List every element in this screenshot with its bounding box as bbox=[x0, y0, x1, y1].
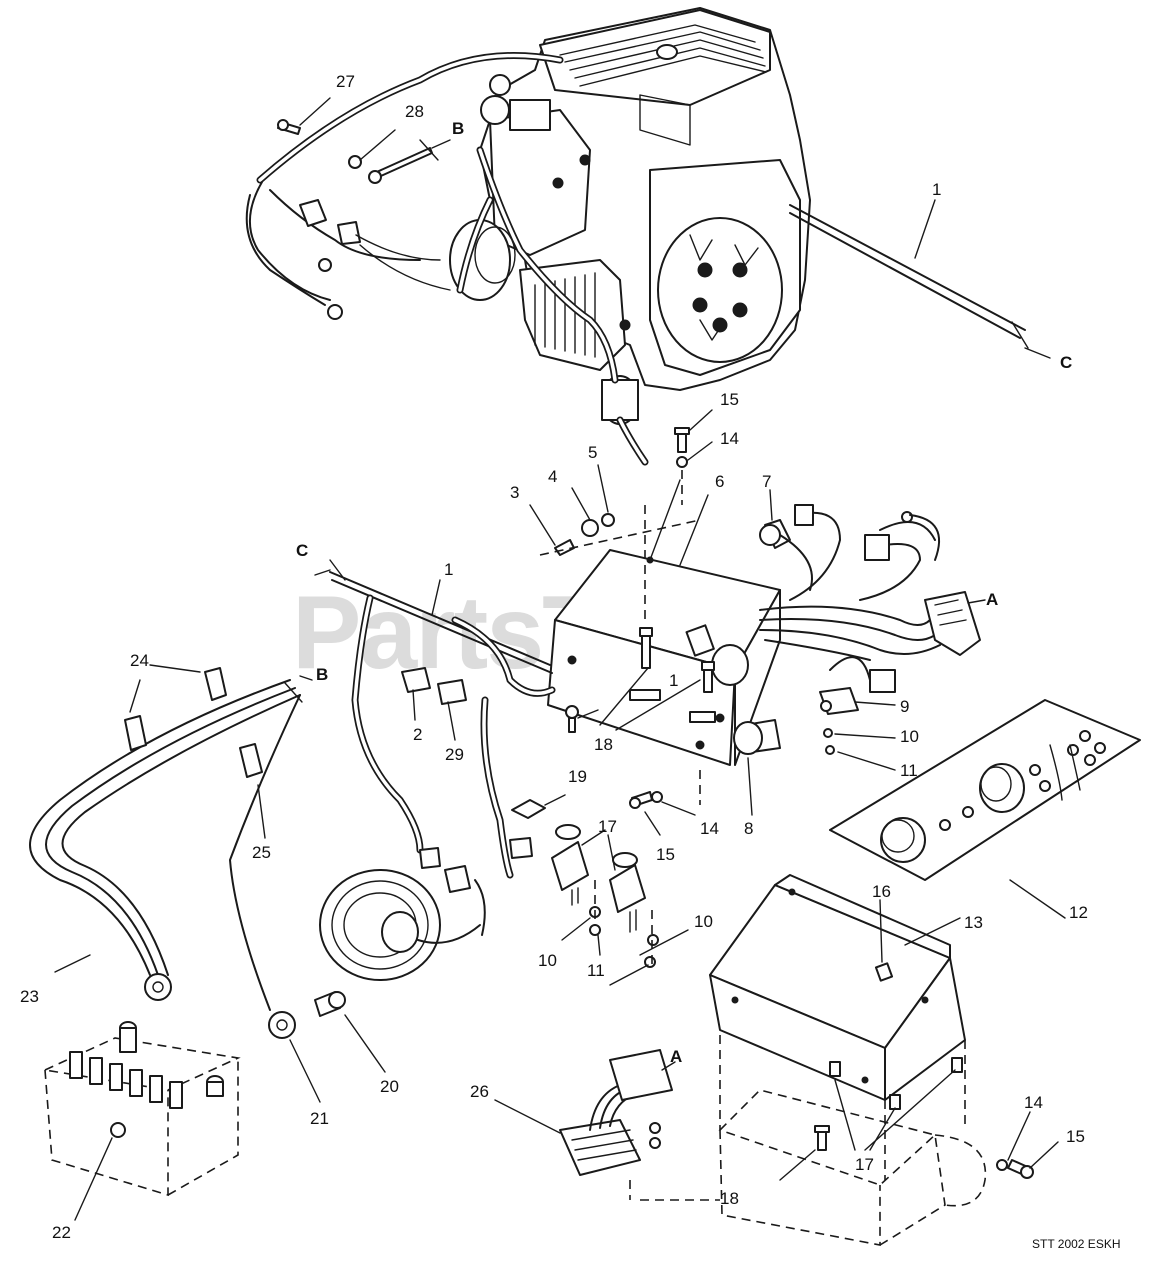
connector-letters: B C C A B A bbox=[296, 119, 1072, 1066]
connector-label: C bbox=[296, 541, 308, 560]
part-label: 4 bbox=[548, 467, 557, 486]
part-label: 14 bbox=[720, 429, 739, 448]
regulator-26 bbox=[494, 1049, 673, 1200]
part-label: 22 bbox=[52, 1223, 71, 1242]
part-label: 10 bbox=[538, 951, 557, 970]
part-label: 18 bbox=[594, 735, 613, 754]
part-label: 10 bbox=[900, 727, 919, 746]
screw-15-14-middle bbox=[629, 770, 701, 836]
part-label: 20 bbox=[380, 1077, 399, 1096]
battery-box-outline bbox=[640, 1069, 1059, 1246]
cable-1-lower bbox=[314, 559, 556, 879]
part-label: 10 bbox=[694, 912, 713, 931]
connector-label: B bbox=[452, 119, 464, 138]
part-label: 11 bbox=[587, 961, 605, 980]
part-label: 3 bbox=[510, 483, 519, 502]
part-label: 18 bbox=[720, 1189, 739, 1208]
harness-a-upper bbox=[759, 504, 981, 771]
cable-clips-24-25 bbox=[124, 664, 266, 839]
part-label: 14 bbox=[700, 819, 719, 838]
hardware-3-4-5 bbox=[529, 464, 701, 556]
leader-lines bbox=[412, 199, 986, 1071]
part-label: 1 bbox=[444, 560, 453, 579]
part-label: 2 bbox=[413, 725, 422, 744]
connector-label: C bbox=[1060, 353, 1072, 372]
part-label: 17 bbox=[598, 817, 617, 836]
part-label: 15 bbox=[720, 390, 739, 409]
part-label: 8 bbox=[744, 819, 753, 838]
part-label: 6 bbox=[715, 472, 724, 491]
part-label: 13 bbox=[964, 913, 983, 932]
part-label: 27 bbox=[336, 72, 355, 91]
part-label: 15 bbox=[656, 845, 675, 864]
switch-8 bbox=[733, 719, 781, 816]
connector-19 bbox=[511, 794, 566, 819]
connector-label: A bbox=[986, 590, 998, 609]
connector-label: B bbox=[316, 665, 328, 684]
part-label: 15 bbox=[1066, 1127, 1085, 1146]
part-label: 24 bbox=[130, 651, 149, 670]
battery-22 bbox=[42, 1021, 241, 1221]
part-label: 14 bbox=[1024, 1093, 1043, 1112]
engine-assembly bbox=[245, 7, 811, 466]
connector-label: A bbox=[670, 1047, 682, 1066]
battery-cables-23 bbox=[29, 675, 313, 1039]
part-label: 23 bbox=[20, 987, 39, 1006]
part-label: 1 bbox=[932, 180, 941, 199]
part-label: 26 bbox=[470, 1082, 489, 1101]
part-label: 1 bbox=[669, 671, 678, 690]
part-label: 19 bbox=[568, 767, 587, 786]
part-label: 5 bbox=[588, 443, 597, 462]
part-label: 7 bbox=[762, 472, 771, 491]
part-label: 17 bbox=[855, 1155, 874, 1174]
part-label: 12 bbox=[1069, 903, 1088, 922]
battery-tray-13 bbox=[709, 874, 966, 1180]
part-label: 11 bbox=[900, 761, 918, 780]
screw-15-14-upper bbox=[674, 409, 713, 505]
horn-assembly bbox=[319, 865, 486, 981]
cable-1-upper bbox=[789, 204, 1051, 359]
part-label: 21 bbox=[310, 1109, 329, 1128]
bolt-20-21 bbox=[289, 991, 386, 1103]
part-label: 28 bbox=[405, 102, 424, 121]
part-label: 16 bbox=[872, 882, 891, 901]
relays-17 bbox=[551, 824, 689, 986]
footer-code: STT 2002 ESKH bbox=[1032, 1237, 1121, 1251]
part-label: 29 bbox=[445, 745, 464, 764]
part-label: 25 bbox=[252, 843, 271, 862]
callout-labels: 27 28 1 15 14 5 4 3 6 7 1 1 24 2 29 18 9… bbox=[20, 72, 1088, 1242]
ground-strap-group bbox=[277, 97, 451, 184]
part-label: 9 bbox=[900, 697, 909, 716]
gauge-panel-12 bbox=[829, 699, 1141, 919]
